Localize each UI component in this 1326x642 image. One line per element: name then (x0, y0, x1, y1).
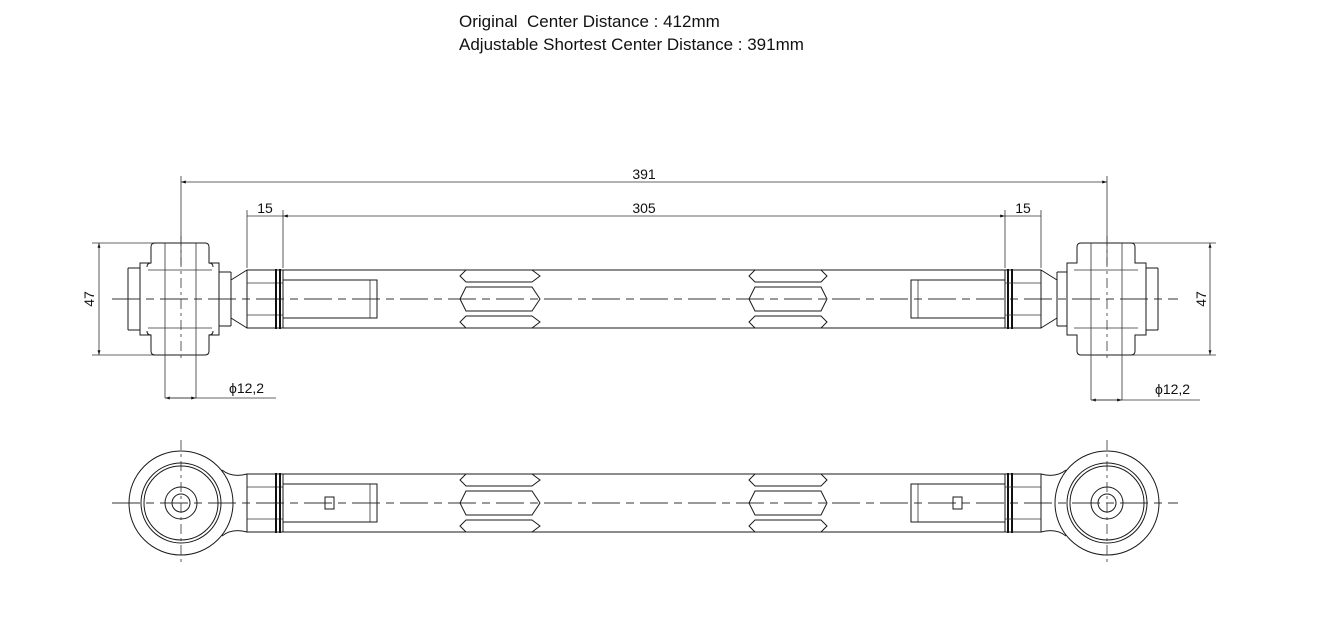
overall-dimension-label: 391 (632, 166, 656, 182)
wrench-flats-left (459, 269, 541, 329)
inner-dimension-label: 305 (632, 200, 656, 216)
side-view (112, 440, 1178, 566)
left-height-label: 47 (81, 291, 97, 307)
top-view: 391 305 15 15 47 47 (81, 166, 1216, 402)
wrench-flats-right (748, 269, 828, 329)
left-end-dimension-label: 15 (257, 200, 273, 216)
right-height-label: 47 (1193, 291, 1209, 307)
adjustable-center-distance: Adjustable Shortest Center Distance : 39… (459, 35, 804, 54)
original-center-distance: Original Center Distance : 412mm (459, 12, 720, 31)
right-bore-label: ϕ12,2 (1155, 381, 1190, 397)
left-bore-label: ϕ12,2 (229, 380, 264, 396)
right-end-dimension-label: 15 (1015, 200, 1031, 216)
